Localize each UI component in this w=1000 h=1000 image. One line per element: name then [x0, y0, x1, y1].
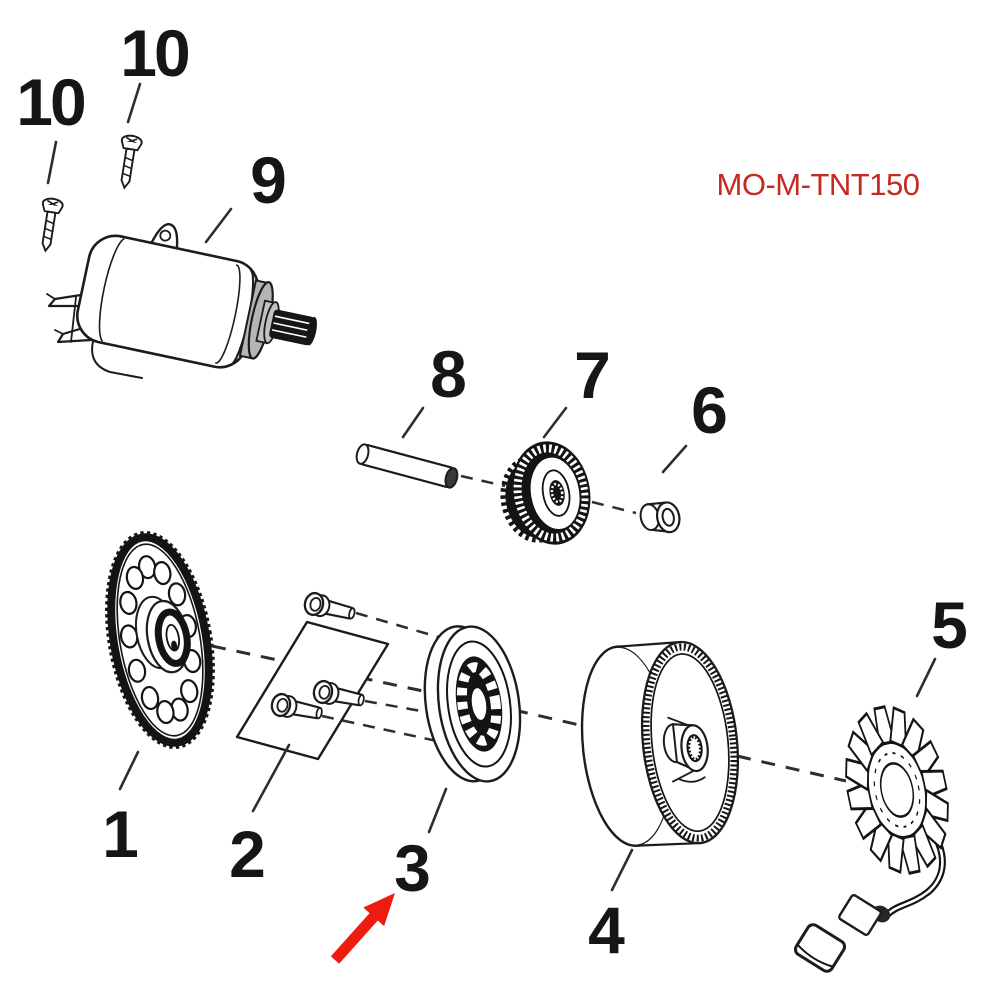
leader-10-right [126, 82, 142, 124]
part-label-8: 8 [430, 337, 465, 411]
part-3-one-way-clutch [423, 625, 522, 783]
leader-8 [401, 406, 425, 439]
part-label-3: 3 [394, 831, 429, 905]
starter-top-tab [150, 223, 179, 249]
part-label-5: 5 [931, 588, 966, 662]
axis-dash-pin-to-gear [460, 474, 506, 488]
reference-code: MO-M-TNT150 [717, 167, 920, 202]
part-8-idler-shaft [355, 443, 459, 489]
part-7-idler-gear [500, 441, 591, 545]
starter-bracket-links [46, 293, 77, 343]
part-label-1: 1 [102, 797, 137, 871]
wire-plug [793, 923, 847, 973]
part-10-screw-left [34, 196, 65, 254]
wire-connector [838, 894, 882, 936]
leader-4 [610, 848, 634, 892]
leader-10-left [46, 140, 58, 185]
part-label-10-left: 10 [16, 65, 84, 139]
leader-lines [46, 82, 937, 892]
leader-7 [542, 406, 568, 439]
highlight-arrow [330, 893, 395, 964]
stator-center-hole [879, 762, 915, 818]
stator-core [844, 704, 950, 876]
leader-1 [118, 750, 140, 791]
starter-tab-hole [159, 229, 172, 242]
starter-shaft-splines [271, 315, 313, 339]
part-label-9: 9 [250, 143, 285, 217]
part-10-screw-right [113, 133, 144, 191]
part-9-starter-motor [46, 223, 317, 379]
clutch-rollers [456, 662, 502, 746]
leader-9 [204, 207, 233, 244]
bolt-c-dash [321, 714, 447, 745]
part-labels: 10 10 9 8 7 6 1 2 3 4 5 [16, 16, 969, 967]
axis-dash-gear-to-bushing [591, 500, 637, 515]
axis-dash-rotor-to-stator [736, 754, 847, 783]
bolt-a [301, 589, 359, 626]
part-label-10-right: 10 [120, 16, 188, 90]
part-1-ring-gear [105, 531, 215, 749]
part-label-2: 2 [229, 817, 264, 891]
leader-5 [915, 657, 937, 698]
part-4-flywheel-rotor [580, 640, 740, 847]
gasket-plate [235, 620, 390, 761]
leader-3 [427, 787, 448, 834]
part-label-4: 4 [588, 893, 625, 967]
axis-dash-geartoclutch [211, 644, 438, 696]
bolt-a-dash [355, 611, 453, 643]
part-label-6: 6 [691, 373, 726, 447]
starter-shaft-tip [306, 316, 317, 346]
part-5-stator [793, 704, 950, 973]
leader-2 [251, 743, 291, 813]
leader-6 [661, 444, 688, 474]
part-label-7: 7 [574, 338, 608, 412]
starter-body-seams [98, 238, 241, 364]
part-6-bushing [639, 501, 681, 534]
part-2-bolt-set [235, 589, 453, 761]
